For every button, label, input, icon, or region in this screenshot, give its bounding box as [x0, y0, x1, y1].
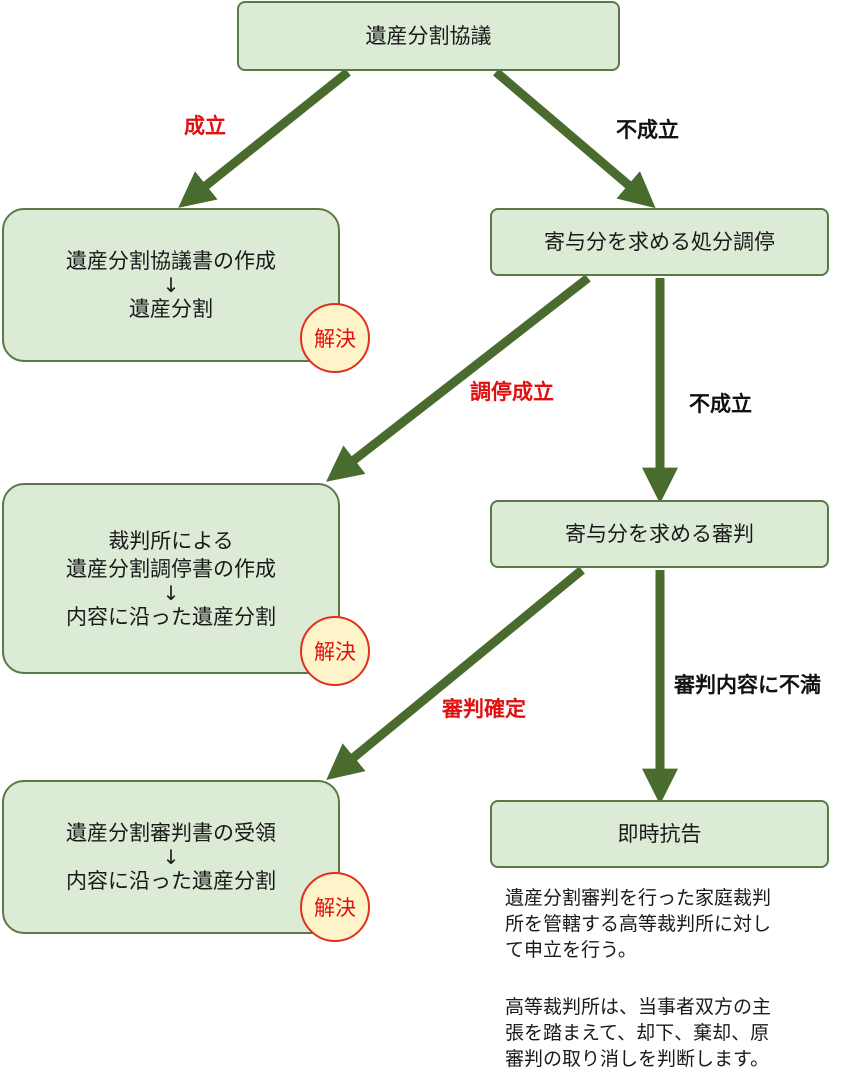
node-trial: 寄与分を求める審判 [490, 500, 829, 568]
node-immediate-appeal: 即時抗告 [490, 800, 829, 868]
node-label: 寄与分を求める審判 [565, 522, 754, 546]
result-line: 遺産分割協議書の作成 [66, 249, 276, 273]
edge-label-judgment-final: 審判確定 [442, 697, 526, 721]
resolved-badge: 解決 [300, 872, 370, 942]
node-result-agreement: 遺産分割協議書の作成 ↓ 遺産分割 [2, 208, 340, 362]
arrow-trial-to-result3 [326, 566, 585, 780]
down-arrow-icon: ↓ [162, 845, 180, 869]
appeal-note-paragraph-1: 遺産分割審判を行った家庭裁判 所を管轄する高等裁判所に対し て申立を行う。 [505, 885, 771, 963]
node-label: 即時抗告 [617, 822, 702, 846]
resolved-badge: 解決 [300, 303, 370, 373]
node-division-negotiation: 遺産分割協議 [237, 1, 620, 71]
result-line: 内容に沿った遺産分割 [66, 604, 276, 629]
edge-label-mediation-settled: 調停成立 [470, 380, 554, 404]
edge-label-dissatisfied: 審判内容に不満 [674, 673, 821, 697]
edge-label-no-agreement: 不成立 [616, 118, 679, 142]
down-arrow-icon: ↓ [162, 580, 180, 605]
resolved-badge: 解決 [300, 616, 370, 686]
edge-label-mediation-failed: 不成立 [689, 392, 752, 416]
result-line: 遺産分割 [129, 297, 213, 321]
down-arrow-icon: ↓ [162, 273, 180, 297]
arrow-mediation-to-result2 [326, 274, 591, 482]
result-line: 内容に沿った遺産分割 [66, 869, 276, 893]
note-line: 張を踏まえて、却下、棄却、原 [505, 1022, 770, 1044]
note-line: 審判の取り消しを判断します。 [505, 1048, 770, 1070]
arrow-top-to-result1 [178, 68, 351, 208]
result-line: 遺産分割審判書の受領 [66, 821, 276, 845]
node-result-mediation: 裁判所による 遺産分割調停書の作成 ↓ 内容に沿った遺産分割 [2, 483, 340, 674]
note-line: 所を管轄する高等裁判所に対し [505, 913, 772, 935]
node-label: 遺産分割協議 [365, 24, 492, 48]
appeal-note-paragraph-2: 高等裁判所は、当事者双方の主 張を踏まえて、却下、棄却、原 審判の取り消しを判断… [505, 994, 771, 1072]
note-line: て申立を行う。 [505, 939, 637, 961]
result-line: 裁判所による [108, 528, 234, 553]
node-result-trial: 遺産分割審判書の受領 ↓ 内容に沿った遺産分割 [2, 780, 340, 934]
node-mediation: 寄与分を求める処分調停 [490, 208, 829, 276]
note-line: 高等裁判所は、当事者双方の主 [505, 996, 772, 1018]
node-label: 寄与分を求める処分調停 [544, 230, 775, 254]
result-line: 遺産分割調停書の作成 [66, 556, 276, 581]
note-line: 遺産分割審判を行った家庭裁判 [505, 887, 772, 909]
edge-label-agreement: 成立 [184, 114, 226, 138]
arrow-top-to-mediation [493, 68, 656, 209]
